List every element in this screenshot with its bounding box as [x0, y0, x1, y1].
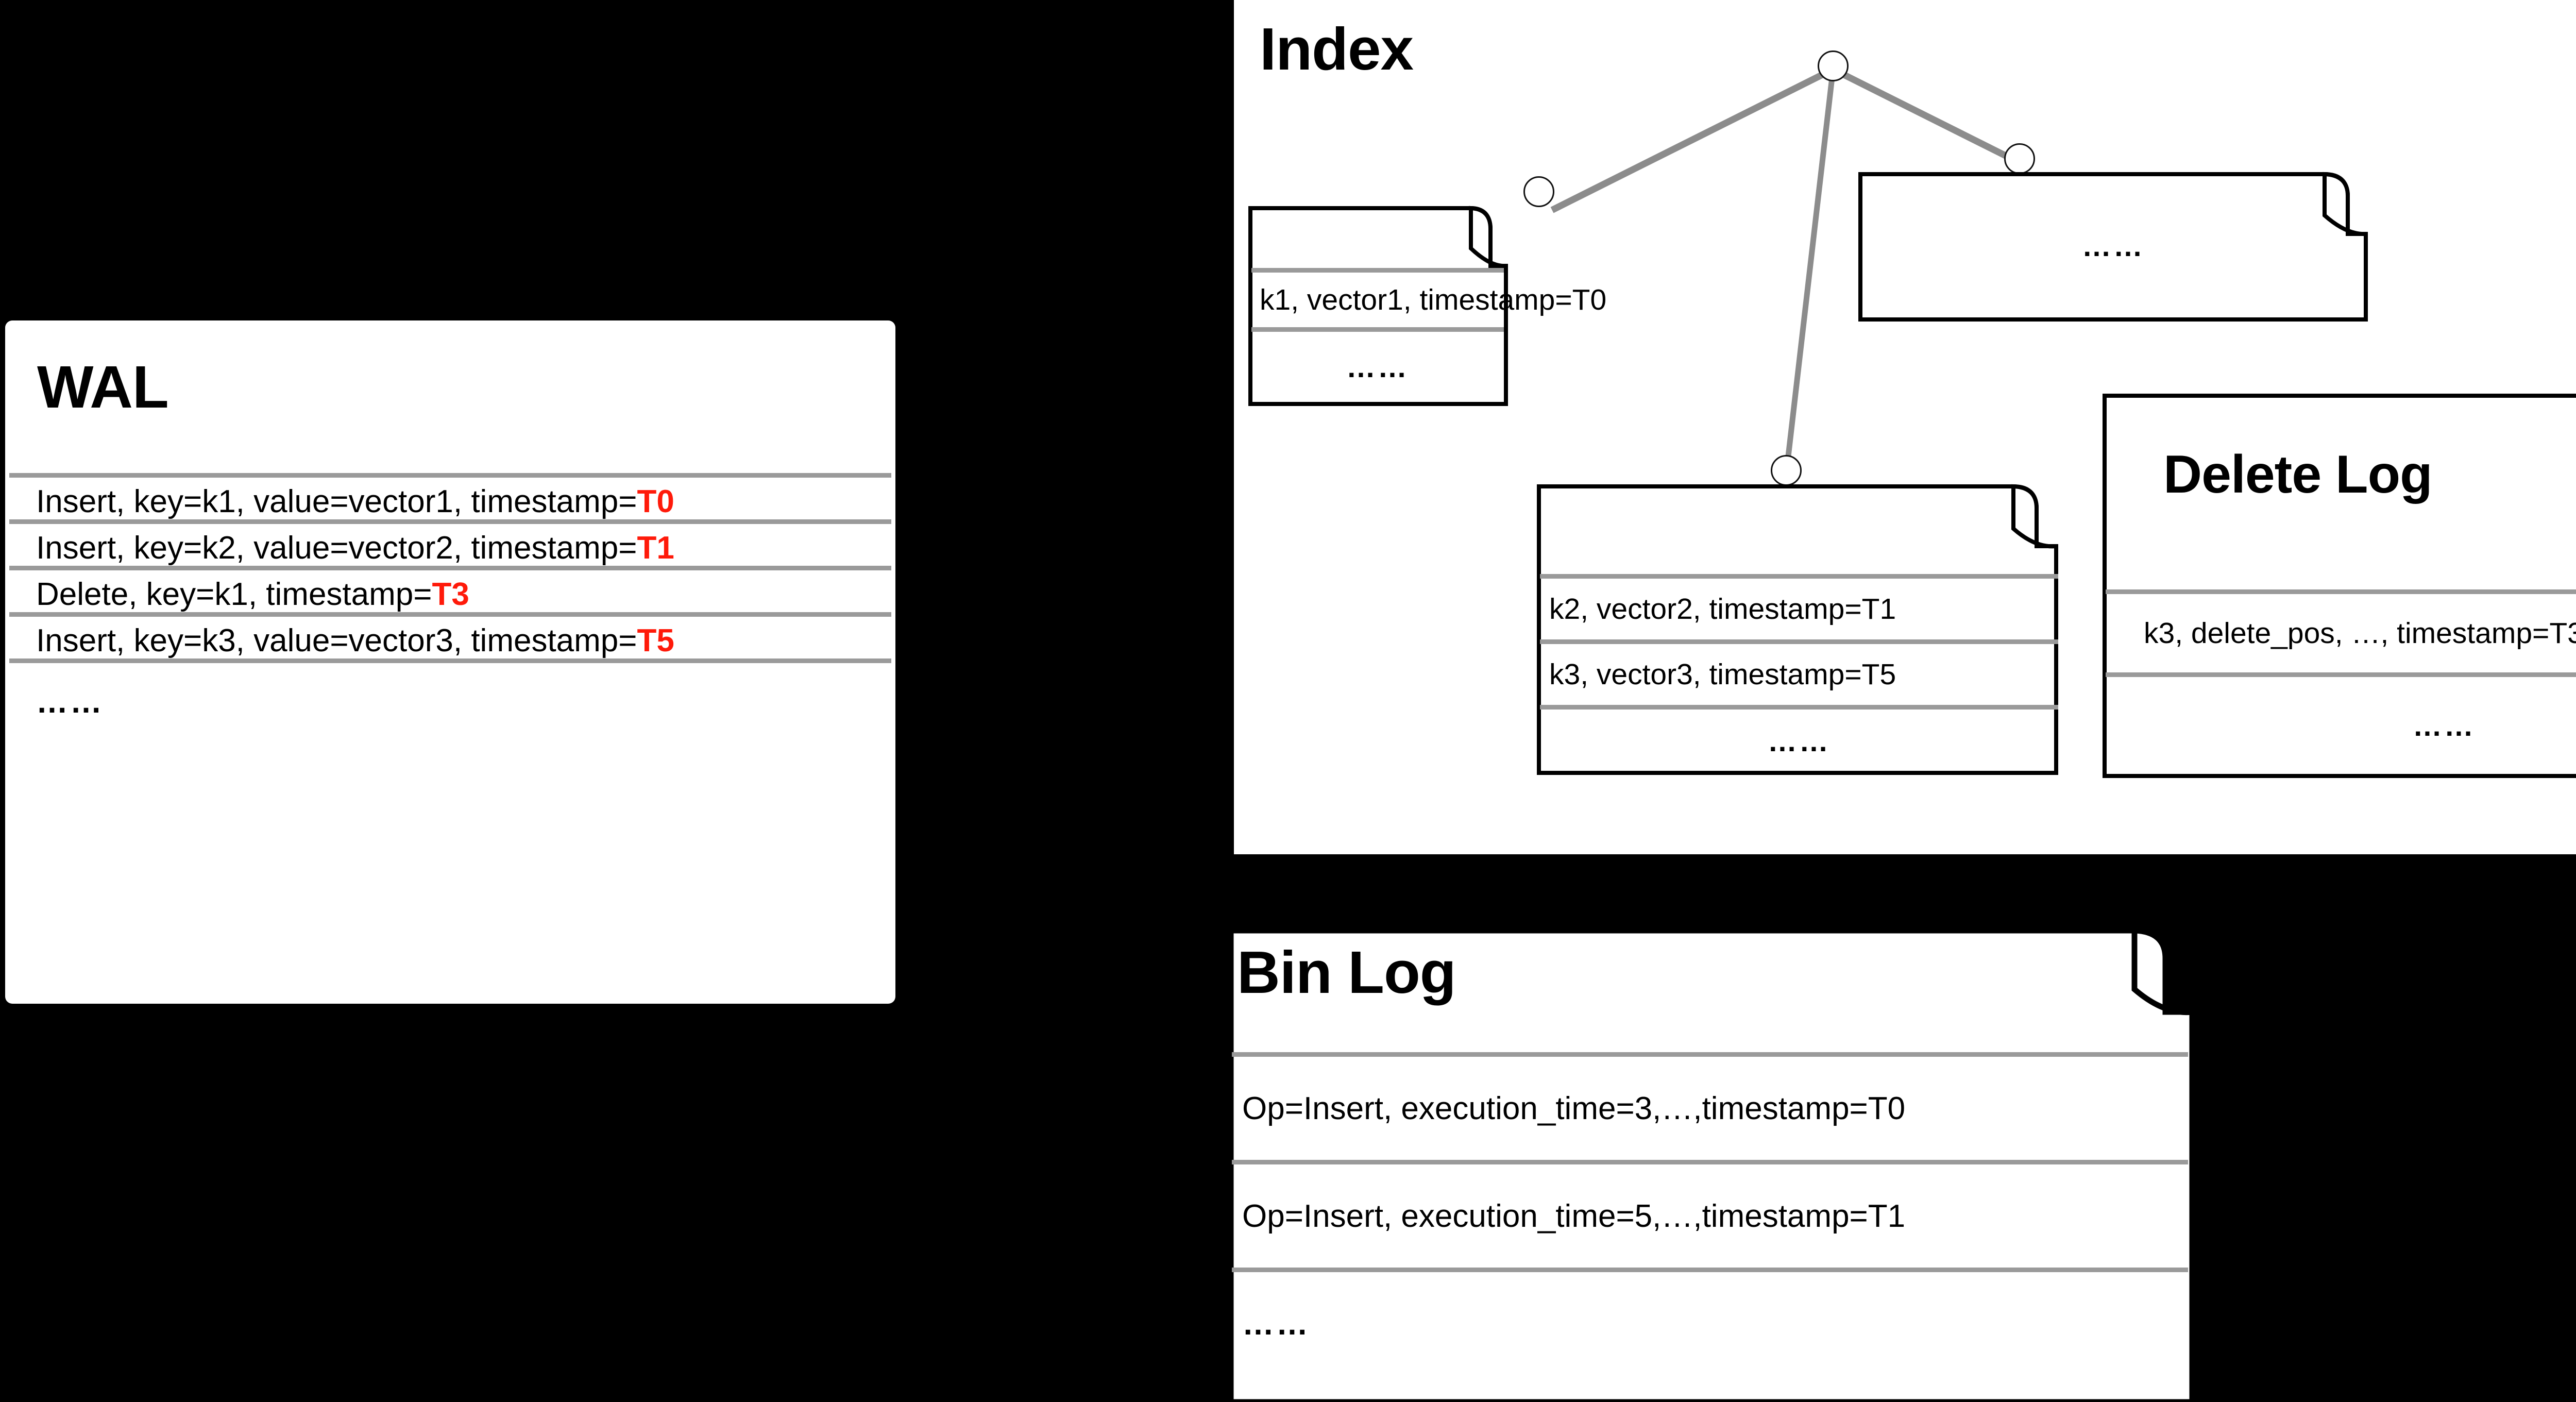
tree-node-left[interactable]: [1523, 176, 1554, 207]
divider: [1540, 705, 2058, 710]
leaf-row-text: ……: [1768, 725, 1831, 758]
delete-log-row: k3, delete_pos, …, timestamp=T3: [2106, 594, 2576, 672]
bin-log-row: ……: [1232, 1272, 2188, 1375]
leaf-node-k2-k3: k2, vector2, timestamp=T1 k3, vector3, t…: [1537, 483, 2062, 776]
page-curl-icon: [2131, 927, 2193, 1016]
wal-row-text: Insert, key=k3, value=vector3, timestamp…: [36, 622, 637, 658]
wal-row: Insert, key=k3, value=vector3, timestamp…: [5, 617, 895, 664]
wal-row-text: ……: [36, 684, 104, 720]
tree-edge-root-middle: [1783, 68, 1836, 475]
wal-title: WAL: [37, 353, 169, 420]
leaf-row-text: k1, vector1, timestamp=: [1260, 283, 1572, 316]
leaf-row-text: k3, vector3, timestamp=: [1549, 658, 1862, 691]
delete-log-row-text: ……: [2413, 710, 2476, 742]
divider: [1540, 574, 2058, 579]
doc-outline: [2103, 394, 2576, 778]
leaf-row-timestamp: T1: [1861, 593, 1896, 626]
wal-panel: WAL Insert, key=k1, value=vector1, times…: [5, 320, 895, 1004]
bin-log-row-timestamp: T0: [1868, 1090, 1906, 1126]
bin-log-title: Bin Log: [1237, 939, 1456, 1006]
wal-row: Insert, key=k1, value=vector1, timestamp…: [5, 478, 895, 525]
divider: [2106, 589, 2576, 594]
wal-row-timestamp: T3: [432, 576, 469, 612]
page-curl-icon: [2323, 172, 2366, 237]
wal-row-timestamp: T1: [637, 530, 674, 566]
leaf-node-ellipsis: ……: [1858, 171, 2368, 322]
delete-log-node: Delete Log k3, delete_pos, …, timestamp=…: [2103, 393, 2576, 779]
tree-node-root[interactable]: [1818, 50, 1849, 81]
divider: [1251, 268, 1504, 273]
wal-row-text: Insert, key=k1, value=vector1, timestamp…: [36, 483, 637, 519]
leaf-row: k3, vector3, timestamp=T5: [1540, 644, 2058, 705]
page-curl-icon: [1469, 206, 1506, 268]
divider: [9, 473, 891, 478]
bin-log-row: Op=Insert, execution_time=5,…,timestamp=…: [1232, 1164, 2188, 1268]
delete-log-row-timestamp: T3: [2549, 617, 2576, 650]
bin-log-row-text: Op=Insert, execution_time=3,…,timestamp=: [1242, 1090, 1868, 1126]
tree-node-right[interactable]: [2004, 143, 2035, 174]
page-curl-icon: [2011, 484, 2057, 549]
delete-log-row-text: k3, delete_pos, …, timestamp=: [2144, 617, 2550, 650]
delete-log-title: Delete Log: [2163, 445, 2433, 504]
wal-row-text: Insert, key=k2, value=vector2, timestamp…: [36, 530, 637, 566]
divider: [9, 519, 891, 524]
leaf-row: k2, vector2, timestamp=T1: [1540, 579, 2058, 639]
divider: [9, 658, 891, 663]
bin-log-node: Bin Log Op=Insert, execution_time=3,…,ti…: [1228, 926, 2227, 1402]
divider: [2106, 672, 2576, 677]
wal-row: Insert, key=k2, value=vector2, timestamp…: [5, 524, 895, 571]
divider: [1232, 1052, 2188, 1057]
leaf-row: ……: [1540, 710, 2058, 773]
divider: [1232, 1268, 2188, 1272]
divider: [1232, 1160, 2188, 1164]
leaf-row: ……: [1251, 332, 1504, 403]
wal-row-timestamp: T0: [637, 483, 674, 519]
tree-edge-root-left: [1550, 66, 1835, 213]
divider: [1540, 639, 2058, 644]
leaf-node-k1: k1, vector1, timestamp=T0 ……: [1248, 205, 1606, 406]
leaf-row-text: ……: [2082, 230, 2145, 263]
leaf-row-text: k2, vector2, timestamp=: [1549, 593, 1862, 626]
bin-log-row-timestamp: T1: [1868, 1198, 1906, 1234]
tree-node-middle[interactable]: [1771, 455, 1802, 486]
bin-log-row-text: Op=Insert, execution_time=5,…,timestamp=: [1242, 1198, 1868, 1234]
wal-row-text: Delete, key=k1, timestamp=: [36, 576, 432, 612]
wal-row: Delete, key=k1, timestamp=T3: [5, 570, 895, 618]
divider: [9, 612, 891, 617]
tree-edge-root-right: [1832, 66, 2019, 165]
leaf-row-timestamp: T0: [1572, 283, 1607, 316]
delete-log-row: ……: [2106, 677, 2576, 775]
divider: [9, 566, 891, 570]
bin-log-row: Op=Insert, execution_time=3,…,timestamp=…: [1232, 1057, 2188, 1160]
index-title: Index: [1260, 15, 1414, 82]
index-panel: Index k1, vector1, timestamp=T0 ……: [1234, 0, 2576, 854]
divider: [1251, 327, 1504, 332]
wal-row-timestamp: T5: [637, 622, 674, 658]
leaf-row-text: ……: [1346, 351, 1409, 384]
leaf-row: k1, vector1, timestamp=T0: [1251, 273, 1606, 327]
leaf-row: ……: [1861, 174, 2365, 318]
leaf-row-timestamp: T5: [1861, 658, 1896, 691]
bin-log-row-text: ……: [1242, 1306, 1310, 1342]
wal-row: ……: [5, 663, 895, 740]
